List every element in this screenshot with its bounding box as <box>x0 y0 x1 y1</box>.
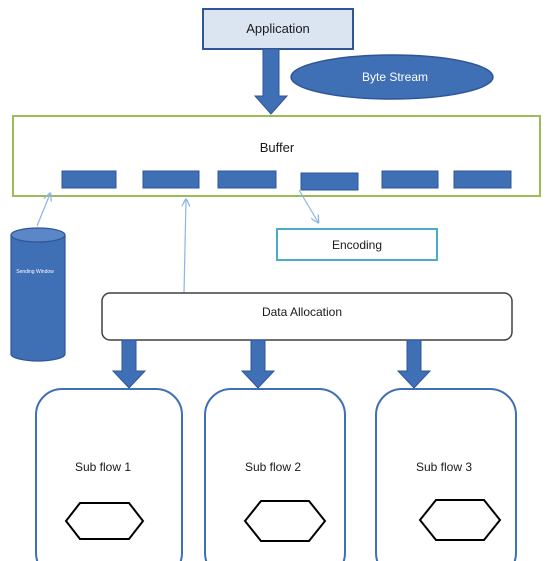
cylinder-label: Sending Window <box>16 269 54 275</box>
data-allocation-node: Data Allocation <box>101 292 513 341</box>
buffer-packet <box>381 170 439 189</box>
subflow-2-node: Sub flow 2 <box>204 388 346 561</box>
data-allocation-label: Data Allocation <box>262 305 342 319</box>
application-node: Application <box>202 8 354 50</box>
buffer-packet <box>61 170 117 189</box>
subflow-1-hexagon <box>64 502 145 540</box>
allocation-to-buffer-connector <box>184 200 186 294</box>
buffer-packet <box>217 170 277 189</box>
application-to-buffer-arrow <box>253 48 289 115</box>
window-to-buffer-connector <box>36 194 50 227</box>
allocation-to-subflow-3-arrow <box>396 339 432 389</box>
byte-stream-label: Byte Stream <box>362 70 428 84</box>
buffer-label: Buffer <box>260 140 295 155</box>
buffer-to-encoding-connector <box>298 189 318 222</box>
subflow-1-label: Sub flow 1 <box>75 460 131 474</box>
byte-stream-node: Byte Stream <box>290 54 494 100</box>
buffer-packets <box>61 170 512 191</box>
sending-window-cylinder: Sending Window <box>10 227 66 362</box>
subflow-3-hexagon <box>418 499 502 541</box>
encoding-node: Encoding <box>276 228 438 261</box>
subflow-1-node: Sub flow 1 <box>35 388 183 561</box>
encoding-label: Encoding <box>332 238 382 252</box>
subflow-3-node: Sub flow 3 <box>375 388 517 561</box>
subflow-2-hexagon <box>243 500 327 542</box>
allocation-to-subflow-2-arrow <box>240 339 276 389</box>
allocation-to-subflow-1-arrow <box>111 339 147 389</box>
subflow-2-label: Sub flow 2 <box>245 460 301 474</box>
buffer-packet <box>300 172 359 191</box>
buffer-packet <box>453 170 512 189</box>
buffer-packet <box>142 170 200 189</box>
subflow-3-label: Sub flow 3 <box>416 460 472 474</box>
application-label: Application <box>246 21 310 36</box>
